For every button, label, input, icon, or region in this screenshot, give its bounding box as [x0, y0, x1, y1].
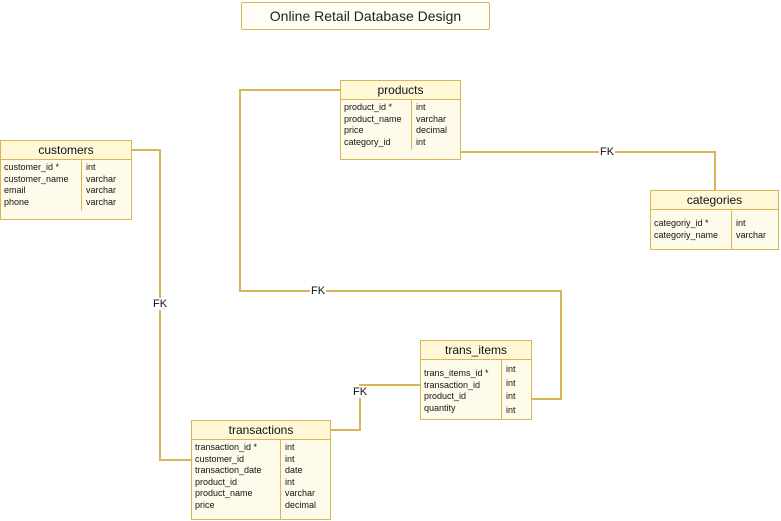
column-name: categoriy_name [654, 229, 719, 240]
column-type: int [86, 162, 96, 172]
table-header: customers [1, 141, 131, 160]
column-name: product_id * [344, 102, 393, 112]
column-type: varchar [86, 185, 117, 195]
column-name: product_id [195, 476, 238, 487]
column-name: customer_name [4, 173, 69, 184]
column-type: varchar [416, 113, 447, 124]
fk-label-products-categories: FK [599, 146, 616, 158]
column-type: int [506, 377, 516, 388]
table-header: trans_items [421, 341, 531, 360]
table-categories[interactable]: categories categoriy_id * categoriy_name… [650, 190, 779, 250]
column-name: email [4, 185, 26, 195]
fk-label-products-trans-items: FK [310, 285, 327, 297]
column-type: date [285, 465, 303, 475]
fk-label-customers-transactions: FK [152, 298, 169, 310]
column-type: varchar [736, 229, 767, 240]
column-type: varchar [86, 173, 117, 184]
column-name: product_name [344, 113, 402, 124]
column-name: product_name [195, 488, 253, 498]
column-name: trans_items_id * [424, 368, 489, 378]
table-header: transactions [192, 421, 330, 440]
table-transactions[interactable]: transactions transaction_id * customer_i… [191, 420, 331, 520]
column-type: int [506, 364, 516, 374]
column-name: phone [4, 196, 30, 207]
table-trans-items[interactable]: trans_items trans_items_id * transaction… [420, 340, 532, 420]
column-type: int [285, 476, 295, 487]
column-type: decimal [285, 499, 317, 510]
column-name: customer_id * [4, 162, 60, 172]
column-name: transaction_id * [195, 442, 258, 452]
column-name: quantity [424, 402, 456, 413]
table-header: categories [651, 191, 778, 210]
column-type: int [736, 218, 746, 228]
column-name: category_id [344, 136, 391, 147]
column-type: int [506, 391, 516, 401]
column-name: transaction_id [424, 379, 481, 390]
column-type: int [416, 136, 426, 147]
connector-products-trans-items [239, 89, 562, 400]
column-name: product_id [424, 391, 467, 401]
column-name: price [344, 125, 364, 135]
column-type: int [506, 404, 516, 415]
table-products[interactable]: products product_id * product_name price… [340, 80, 461, 160]
column-name: categoriy_id * [654, 218, 709, 228]
table-customers[interactable]: customers customer_id * customer_name em… [0, 140, 132, 220]
column-type: decimal [416, 125, 448, 135]
fk-label-transactions-trans-items: FK [352, 386, 369, 398]
column-type: int [416, 102, 426, 112]
column-type: varchar [285, 488, 316, 498]
column-name: transaction_date [195, 465, 262, 475]
connector-transactions-trans-items [331, 384, 420, 431]
column-type: int [285, 442, 295, 452]
column-type: int [285, 453, 295, 464]
column-name: customer_id [195, 453, 245, 464]
connector-products-categories [461, 151, 716, 190]
column-name: price [195, 499, 215, 510]
table-header: products [341, 81, 460, 100]
column-type: varchar [86, 196, 117, 207]
diagram-title: Online Retail Database Design [241, 2, 490, 30]
